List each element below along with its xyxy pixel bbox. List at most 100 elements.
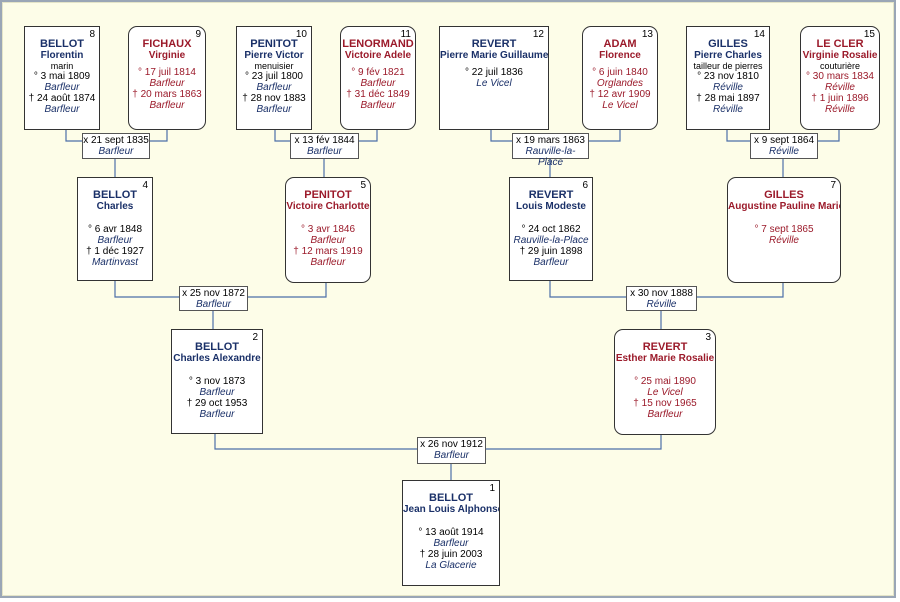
- marriage-date: x 25 nov 1872: [182, 288, 245, 299]
- person-card[interactable]: 9 FICHAUX Virginie ° 17 juil 1814 Barfle…: [128, 26, 206, 130]
- given-names: Pierre Marie Guillaume: [440, 50, 549, 61]
- person-number: 2: [252, 332, 258, 343]
- birth-date: ° 3 mai 1809: [33, 71, 91, 82]
- person-number: 9: [195, 29, 201, 40]
- person-card[interactable]: 5 PENITOT Victoire Charlotte ° 3 avr 184…: [285, 177, 371, 283]
- given-names: Jean Louis Alphonse: [403, 504, 500, 515]
- connector-line: [247, 282, 327, 298]
- death-place: Barfleur: [256, 104, 292, 115]
- person-number: 4: [142, 180, 148, 191]
- connector-line: [696, 282, 784, 298]
- marriage-box[interactable]: x 26 nov 1912 Barfleur: [417, 437, 486, 464]
- person-card[interactable]: 15 LE CLER Virginie Rosalie couturière °…: [800, 26, 880, 130]
- birth-date: ° 3 avr 1846: [300, 224, 356, 235]
- person-card[interactable]: 2 BELLOT Charles Alexandre ° 3 nov 1873 …: [171, 329, 263, 434]
- person-number: 1: [489, 483, 495, 494]
- marriage-place: Barfleur: [306, 146, 342, 157]
- person-card[interactable]: 14 GILLES Pierre Charles tailleur de pie…: [686, 26, 770, 130]
- connector-line: [485, 435, 662, 450]
- given-names: Augustine Pauline Marie: [728, 201, 841, 212]
- death-date: † 28 juin 2003: [419, 549, 483, 560]
- marriage-box[interactable]: x 9 sept 1864 Réville: [750, 133, 818, 159]
- birth-place: Barfleur: [44, 82, 80, 93]
- death-date: † 24 août 1874: [28, 93, 96, 104]
- birth-date: ° 6 avr 1848: [87, 224, 143, 235]
- birth-place: Barfleur: [360, 78, 396, 89]
- marriage-date: x 9 sept 1864: [753, 135, 815, 146]
- marriage-box[interactable]: x 21 sept 1835 Barfleur: [82, 133, 150, 159]
- person-card[interactable]: 1 BELLOT Jean Louis Alphonse ° 13 août 1…: [402, 480, 500, 586]
- birth-date: ° 24 oct 1862: [521, 224, 581, 235]
- surname: LENORMAND: [342, 38, 414, 50]
- birth-place: Barfleur: [97, 235, 133, 246]
- marriage-box[interactable]: x 30 nov 1888 Réville: [626, 286, 697, 311]
- person-card[interactable]: 11 LENORMAND Victoire Adele ° 9 fév 1821…: [340, 26, 416, 130]
- person-number: 14: [753, 29, 765, 40]
- death-place: Barfleur: [360, 100, 396, 111]
- given-names: Victoire Adele: [344, 50, 412, 61]
- person-number: 13: [641, 29, 653, 40]
- death-date: † 1 juin 1896: [811, 93, 869, 104]
- birth-date: ° 3 nov 1873: [188, 376, 246, 387]
- person-card[interactable]: 6 REVERT Louis Modeste ° 24 oct 1862 Rau…: [509, 177, 593, 281]
- marriage-place: Réville: [646, 299, 677, 310]
- marriage-box[interactable]: x 13 fév 1844 Barfleur: [290, 133, 359, 159]
- occupation: menuisier: [254, 61, 294, 71]
- marriage-place: Barfleur: [433, 450, 469, 461]
- marriage-date: x 21 sept 1835: [83, 135, 149, 146]
- given-names: Victoire Charlotte: [286, 201, 370, 212]
- person-card[interactable]: 4 BELLOT Charles ° 6 avr 1848 Barfleur †…: [77, 177, 153, 281]
- person-card[interactable]: 12 REVERT Pierre Marie Guillaume ° 22 ju…: [439, 26, 549, 130]
- birth-date: ° 22 juil 1836: [465, 67, 523, 78]
- surname: FICHAUX: [142, 38, 192, 50]
- marriage-place: Barfleur: [98, 146, 134, 157]
- birth-place: Barfleur: [433, 538, 469, 549]
- surname: ADAM: [603, 38, 637, 50]
- person-number: 15: [863, 29, 875, 40]
- death-date: † 12 avr 1909: [589, 89, 651, 100]
- connector-line: [274, 128, 290, 142]
- death-place: Martinvast: [91, 257, 139, 268]
- birth-place: Réville: [824, 82, 855, 93]
- person-number: 8: [89, 29, 95, 40]
- marriage-box[interactable]: x 25 nov 1872 Barfleur: [179, 286, 248, 311]
- marriage-date: x 19 mars 1863: [516, 135, 585, 146]
- given-names: Louis Modeste: [515, 201, 586, 212]
- birth-date: ° 23 nov 1810: [697, 71, 759, 82]
- person-number: 7: [830, 180, 836, 191]
- connector-line: [358, 130, 378, 142]
- birth-date: ° 23 juil 1800: [245, 71, 303, 82]
- connector-line: [726, 128, 750, 142]
- person-number: 6: [582, 180, 588, 191]
- birth-place: Barfleur: [310, 235, 346, 246]
- person-card[interactable]: 7 GILLES Augustine Pauline Marie ° 7 sep…: [727, 177, 841, 283]
- given-names: Esther Marie Rosalie: [615, 353, 715, 364]
- birth-place: Rauville-la-Place: [513, 235, 589, 246]
- birth-place: Réville: [768, 235, 799, 246]
- death-date: † 20 mars 1863: [132, 89, 202, 100]
- person-number: 12: [532, 29, 544, 40]
- person-card[interactable]: 8 BELLOT Florentin marin ° 3 mai 1809 Ba…: [24, 26, 100, 130]
- death-date: † 31 déc 1849: [346, 89, 410, 100]
- birth-date: ° 17 juil 1814: [138, 67, 196, 78]
- death-place: La Glacerie: [425, 560, 477, 571]
- surname: PENITOT: [304, 189, 352, 201]
- birth-place: Barfleur: [149, 78, 185, 89]
- surname: BELLOT: [93, 189, 137, 201]
- death-place: Barfleur: [44, 104, 80, 115]
- given-names: Charles Alexandre: [173, 353, 261, 364]
- birth-place: Orglandes: [596, 78, 644, 89]
- surname: GILLES: [764, 189, 804, 201]
- given-names: Virginie: [148, 50, 186, 61]
- marriage-box[interactable]: x 19 mars 1863 Rauville-la-Place: [512, 133, 589, 168]
- birth-place: Barfleur: [199, 387, 235, 398]
- marriage-date: x 13 fév 1844: [294, 135, 355, 146]
- person-card[interactable]: 13 ADAM Florence ° 6 juin 1840 Orglandes…: [582, 26, 658, 130]
- person-card[interactable]: 3 REVERT Esther Marie Rosalie ° 25 mai 1…: [614, 329, 716, 435]
- person-card[interactable]: 10 PENITOT Pierre Victor menuisier ° 23 …: [236, 26, 312, 130]
- connector-line: [149, 130, 168, 142]
- death-date: † 29 oct 1953: [186, 398, 248, 409]
- occupation: tailleur de pierres: [693, 61, 763, 71]
